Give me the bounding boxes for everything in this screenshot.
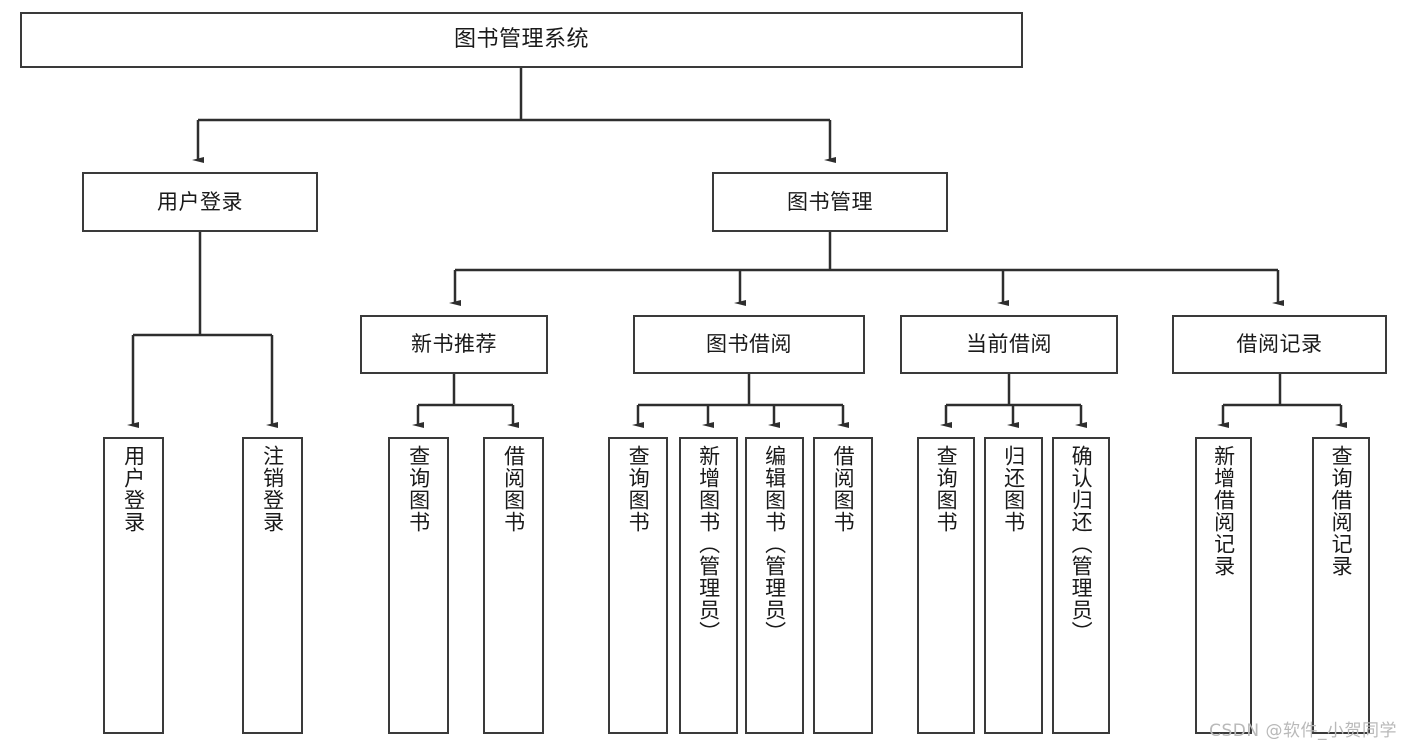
node-label: 图书管理 xyxy=(787,189,873,214)
node-root-system[interactable]: 图书管理系统 xyxy=(20,12,1023,68)
node-leaf-add-book[interactable]: 新增图书（管理员） xyxy=(679,437,738,734)
node-label: 新书推荐 xyxy=(411,332,497,357)
node-label: 新增图书（管理员） xyxy=(696,445,721,643)
node-label: 借阅图书 xyxy=(501,445,526,533)
node-borrow-record[interactable]: 借阅记录 xyxy=(1172,315,1387,374)
node-label: 查询图书 xyxy=(626,445,651,533)
node-label: 新增借阅记录 xyxy=(1211,445,1236,577)
node-leaf-confirm-return[interactable]: 确认归还（管理员） xyxy=(1052,437,1110,734)
node-label: 编辑图书（管理员） xyxy=(762,445,787,643)
node-label: 图书借阅 xyxy=(706,332,792,357)
node-leaf-add-record[interactable]: 新增借阅记录 xyxy=(1195,437,1252,734)
node-label: 用户登录 xyxy=(121,445,146,533)
node-label: 查询图书 xyxy=(406,445,431,533)
node-label: 借阅记录 xyxy=(1236,332,1323,357)
node-leaf-query-record[interactable]: 查询借阅记录 xyxy=(1312,437,1370,734)
node-leaf-return-book[interactable]: 归还图书 xyxy=(984,437,1043,734)
node-book-borrow[interactable]: 图书借阅 xyxy=(633,315,865,374)
node-leaf-user-login[interactable]: 用户登录 xyxy=(103,437,164,734)
node-label: 查询图书 xyxy=(934,445,959,533)
node-leaf-edit-book[interactable]: 编辑图书（管理员） xyxy=(745,437,804,734)
node-user-login[interactable]: 用户登录 xyxy=(82,172,318,232)
node-label: 归还图书 xyxy=(1001,445,1026,533)
node-label: 确认归还（管理员） xyxy=(1069,445,1094,643)
node-leaf-logout[interactable]: 注销登录 xyxy=(242,437,303,734)
node-label: 查询借阅记录 xyxy=(1329,445,1354,577)
node-label: 借阅图书 xyxy=(831,445,856,533)
node-leaf-borrow-book-2[interactable]: 借阅图书 xyxy=(813,437,873,734)
node-label: 图书管理系统 xyxy=(453,27,589,53)
node-current-borrow[interactable]: 当前借阅 xyxy=(900,315,1118,374)
node-leaf-query-book-1[interactable]: 查询图书 xyxy=(388,437,449,734)
csdn-watermark: CSDN @软件_小贺同学 xyxy=(1209,721,1397,741)
node-book-management[interactable]: 图书管理 xyxy=(712,172,948,232)
node-label: 注销登录 xyxy=(260,445,285,533)
node-leaf-query-book-2[interactable]: 查询图书 xyxy=(608,437,668,734)
node-label: 当前借阅 xyxy=(966,332,1052,357)
node-label: 用户登录 xyxy=(157,189,243,214)
node-new-book-recommend[interactable]: 新书推荐 xyxy=(360,315,548,374)
node-leaf-borrow-book-1[interactable]: 借阅图书 xyxy=(483,437,544,734)
node-leaf-query-book-3[interactable]: 查询图书 xyxy=(917,437,975,734)
